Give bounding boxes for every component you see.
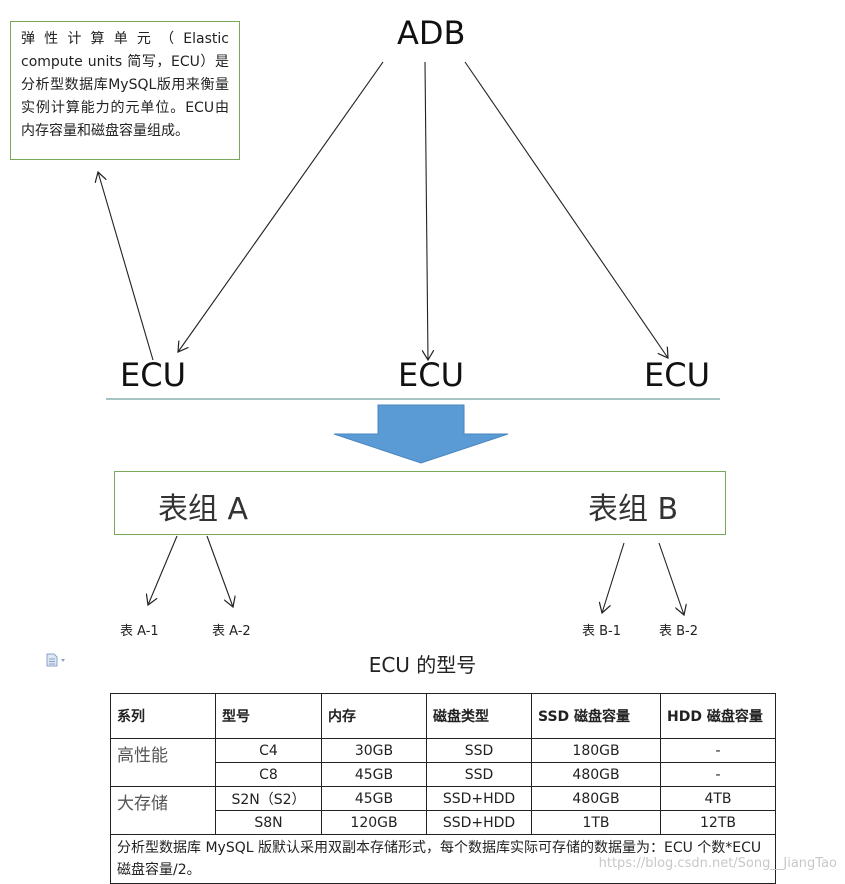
model-cell: S8N [215, 810, 322, 835]
table-b-1: 表 B-1 [582, 624, 622, 639]
edge-group-a-table-2 [206, 535, 233, 607]
ssd-cell: 480GB [531, 786, 661, 811]
header-series: 系列 [110, 693, 216, 739]
root-node-adb: ADB [397, 14, 466, 52]
model-cell: C4 [215, 738, 322, 763]
memory-cell: 120GB [321, 810, 427, 835]
model-cell: C8 [215, 762, 322, 787]
ecu-definition-note: 弹性计算单元（Elastic compute units 简写，ECU）是分析型… [10, 21, 240, 160]
header-disk-type: 磁盘类型 [426, 693, 532, 739]
ecu-node-3: ECU [644, 356, 710, 394]
ssd-cell: 1TB [531, 810, 661, 835]
disk-type-cell: SSD [426, 762, 532, 787]
table-a-2: 表 A-2 [212, 624, 251, 639]
document-icon[interactable] [46, 653, 68, 671]
table-footnote: 分析型数据库 MySQL 版默认采用双副本存储形式，每个数据库实际可存储的数据量… [110, 834, 776, 884]
watermark: https://blog.csdn.net/Song__JiangTao [598, 856, 837, 871]
edge-ecu-note [98, 172, 154, 361]
table-group-container [114, 471, 726, 535]
ssd-cell: 180GB [531, 738, 661, 763]
ecu-node-1: ECU [120, 356, 186, 394]
hdd-cell: - [660, 738, 776, 763]
edge-group-b-table-2 [658, 542, 684, 615]
edge-group-a-table-1 [148, 535, 178, 605]
model-cell: S2N（S2） [215, 786, 322, 811]
ecu-node-2: ECU [398, 356, 464, 394]
header-ssd-capacity: SSD 磁盘容量 [531, 693, 661, 739]
edge-adb-ecu-2 [425, 61, 428, 360]
ecu-table-title: ECU 的型号 [368, 653, 477, 677]
ssd-cell: 480GB [531, 762, 661, 787]
table-row: 大存储 S2N（S2） 45GB SSD+HDD 480GB 4TB [110, 786, 776, 835]
table-row: 高性能 C4 30GB SSD 180GB - [110, 738, 776, 787]
hdd-cell: 4TB [660, 786, 776, 811]
series-cell: 大存储 [110, 786, 216, 835]
table-row: S8N 120GB SSD+HDD 1TB 12TB [111, 810, 776, 835]
table-footnote-row: 分析型数据库 MySQL 版默认采用双副本存储形式，每个数据库实际可存储的数据量… [110, 834, 776, 884]
edge-adb-ecu-3 [464, 61, 668, 358]
disk-type-cell: SSD+HDD [426, 810, 532, 835]
table-group-a-label: 表组 A [158, 492, 249, 527]
disk-type-cell: SSD [426, 738, 532, 763]
table-header-row: 系列 型号 内存 磁盘类型 SSD 磁盘容量 HDD 磁盘容量 [110, 693, 776, 739]
table-b-2: 表 B-2 [659, 624, 699, 639]
disk-type-cell: SSD+HDD [426, 786, 532, 811]
hdd-cell: - [660, 762, 776, 787]
edge-group-b-table-1 [602, 542, 625, 613]
edge-adb-ecu-1 [178, 61, 384, 352]
header-memory: 内存 [321, 693, 427, 739]
header-model: 型号 [215, 693, 322, 739]
table-row: C8 45GB SSD 480GB - [111, 762, 776, 787]
memory-cell: 45GB [321, 762, 427, 787]
memory-cell: 30GB [321, 738, 427, 763]
table-a-1: 表 A-1 [120, 624, 159, 639]
series-cell: 高性能 [110, 738, 216, 787]
memory-cell: 45GB [321, 786, 427, 811]
down-arrow-icon [333, 404, 509, 464]
ecu-spec-table: 系列 型号 内存 磁盘类型 SSD 磁盘容量 HDD 磁盘容量 高性能 C4 3… [110, 693, 776, 884]
table-group-b-label: 表组 B [588, 492, 679, 527]
hdd-cell: 12TB [660, 810, 776, 835]
header-hdd-capacity: HDD 磁盘容量 [660, 693, 776, 739]
